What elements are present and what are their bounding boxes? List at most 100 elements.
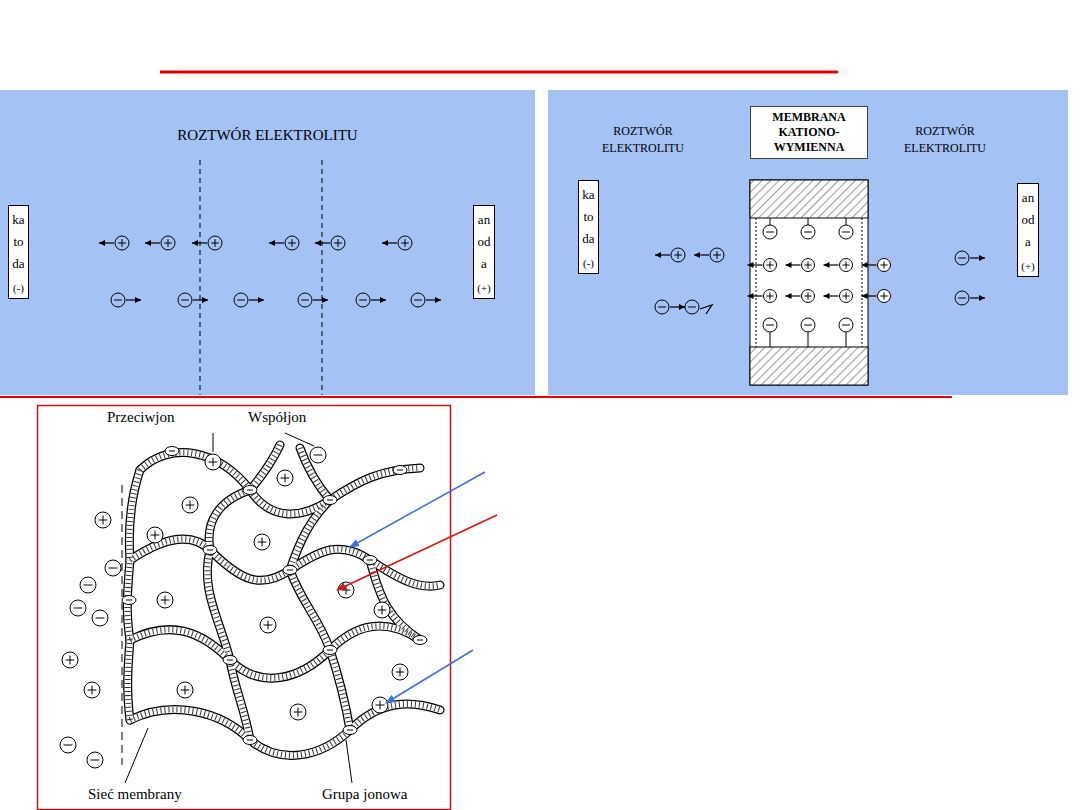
membrane-hatch	[750, 347, 868, 385]
sign-stroke	[168, 239, 169, 247]
sign-stroke	[114, 300, 122, 301]
electrode-box: anoda(+)	[1017, 183, 1039, 277]
solution-panel	[548, 90, 1068, 395]
anion-symbol	[356, 293, 370, 307]
membrane-hatch	[750, 180, 868, 218]
membrane-strand	[130, 626, 420, 678]
cation-symbol	[177, 682, 193, 698]
cation-symbol	[671, 248, 685, 262]
membrane-strand	[207, 550, 230, 660]
membrane-title: MEMBRANA KATIONO- WYMIENNA	[772, 110, 845, 154]
ionic-group	[363, 556, 377, 565]
membrane-strand	[130, 539, 440, 586]
sign-stroke	[227, 660, 233, 661]
sign-stroke	[165, 596, 166, 605]
ion-arrowhead	[824, 262, 830, 268]
anion-symbol	[80, 577, 96, 593]
ionic-group	[243, 486, 257, 495]
solution-panel: ROZTWÓR ELEKTROLITUkatoda(-)anoda(+)	[0, 90, 535, 395]
strand-hatch	[129, 470, 140, 560]
cation-symbol	[710, 248, 724, 262]
strand-hatch	[230, 660, 250, 740]
ion-arrowhead	[322, 297, 328, 303]
sign-stroke	[287, 570, 293, 571]
ion-arrowhead	[862, 262, 868, 268]
membrane-strand	[250, 445, 280, 490]
sign-stroke	[292, 239, 293, 247]
sign-stroke	[301, 300, 309, 301]
membrane-strand	[290, 570, 330, 650]
sign-stroke	[804, 232, 812, 233]
sign-stroke	[347, 730, 353, 731]
sign-stroke	[808, 292, 809, 299]
anion-symbol	[310, 447, 326, 463]
sign-stroke	[346, 586, 347, 595]
ion-arrowhead	[380, 297, 386, 303]
cation-symbol	[84, 682, 100, 698]
cation-symbol	[840, 259, 853, 272]
strand-hatch	[290, 570, 330, 650]
fixed-group-stem	[808, 218, 809, 225]
ion-arrowhead	[145, 240, 151, 246]
leader-line	[285, 433, 314, 446]
membrane-strand	[130, 704, 440, 755]
solution-title: ROZTWÓR ELEKTROLITU	[592, 123, 694, 157]
ion-arrowhead	[99, 240, 105, 246]
cation-symbol	[374, 602, 390, 618]
ion-arrowhead	[694, 252, 700, 258]
ion-arrowhead	[979, 295, 985, 301]
ionic-group	[323, 496, 337, 505]
strand-hatch	[250, 445, 280, 490]
title-rule	[160, 71, 838, 74]
anion-symbol	[105, 560, 121, 576]
anion-symbol	[763, 225, 777, 239]
sign-stroke	[382, 606, 383, 615]
sign-stroke	[268, 621, 269, 630]
membrane-strand	[300, 448, 330, 500]
ion-arrow	[700, 305, 712, 314]
ionic-group	[343, 726, 357, 735]
sign-stroke	[327, 650, 333, 651]
ion-arrowhead	[192, 240, 198, 246]
dashed-plane	[200, 160, 201, 395]
electrode-sign: (+)	[1021, 259, 1035, 273]
solution-title: ROZTWÓR ELEKTROLITU	[894, 123, 996, 157]
sign-stroke	[185, 686, 186, 695]
anion-symbol	[955, 291, 969, 305]
anion-symbol	[839, 225, 853, 239]
pointer-arrow	[350, 472, 485, 547]
fixed-group-stem	[846, 218, 847, 225]
membrane-strand	[250, 445, 280, 490]
anion-symbol	[685, 300, 699, 314]
membrane	[750, 180, 868, 385]
cation-symbol	[182, 497, 198, 513]
cation-symbol	[338, 582, 354, 598]
electrode-box: katoda(-)	[8, 205, 29, 299]
sign-stroke	[247, 740, 253, 741]
dashed-plane	[322, 160, 323, 395]
anion-symbol	[839, 318, 853, 332]
anion-symbol	[801, 318, 815, 332]
membrane-strand	[140, 453, 420, 514]
anion-symbol	[70, 600, 86, 616]
strand-hatch	[130, 704, 440, 755]
sign-stroke	[766, 232, 774, 233]
figure-frame	[38, 406, 451, 810]
cation-symbol	[802, 259, 815, 272]
sign-stroke	[298, 708, 299, 717]
anion-symbol	[234, 293, 248, 307]
part-label: Przeciwjon	[107, 409, 174, 426]
sign-stroke	[414, 300, 422, 301]
cation-symbol	[392, 664, 408, 680]
strand-hatch	[140, 453, 420, 514]
part-label: Sieć membrany	[88, 786, 182, 803]
fixed-group-stem	[770, 332, 771, 347]
ion-arrowhead	[862, 293, 868, 299]
sign-stroke	[169, 451, 175, 452]
membrane-strand	[209, 490, 250, 550]
sign-stroke	[262, 538, 263, 547]
sign-stroke	[688, 307, 696, 308]
strand-hatch	[130, 539, 440, 586]
electrode-sign: (-)	[12, 281, 25, 295]
